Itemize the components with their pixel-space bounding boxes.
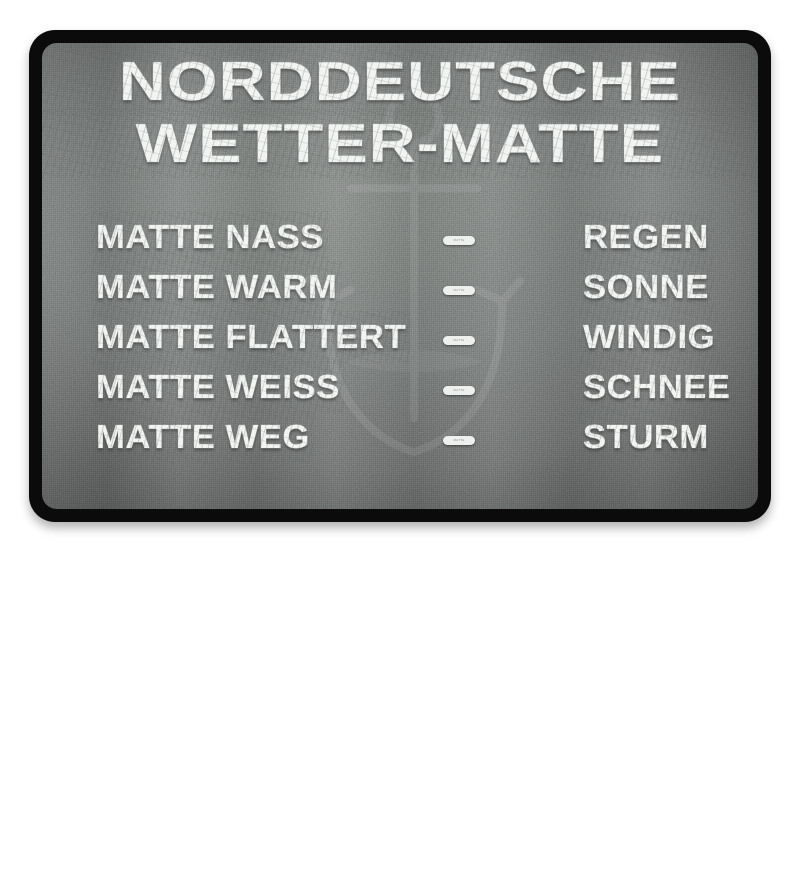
legend-condition: MATTE WARM: [91, 261, 342, 313]
dash-inner-text: MATTE: [453, 238, 465, 242]
legend-row: MATTE WEISS MATTE SCHNEE: [42, 361, 758, 415]
mat-title-line-1: NORDDEUTSCHE: [42, 46, 758, 116]
dash-inner-text: MATTE: [453, 288, 465, 292]
legend-meaning: REGEN: [578, 211, 713, 263]
mat-title: NORDDEUTSCHE WETTER-MATTE: [42, 46, 758, 178]
legend-condition: MATTE WEG: [91, 411, 314, 463]
legend-separator-dash: MATTE: [443, 336, 475, 345]
legend-row: MATTE WARM MATTE SONNE: [42, 261, 758, 315]
dash-inner-text: MATTE: [453, 388, 465, 392]
legend-meaning: SONNE: [578, 261, 713, 313]
legend-meaning: WINDIG: [578, 311, 720, 363]
legend-separator-dash: MATTE: [443, 436, 475, 445]
legend-separator-dash: MATTE: [443, 386, 475, 395]
legend-separator-dash: MATTE: [443, 236, 475, 245]
legend-row: MATTE FLATTERT MATTE WINDIG: [42, 311, 758, 365]
legend-separator-dash: MATTE: [443, 286, 475, 295]
mat-title-line-2: WETTER-MATTE: [42, 108, 758, 178]
dash-inner-text: MATTE: [453, 338, 465, 342]
legend-condition: MATTE WEISS: [91, 361, 345, 413]
legend-condition: MATTE FLATTERT: [91, 311, 411, 363]
doormat-surface: NORDDEUTSCHE WETTER-MATTE MATTE NASS MAT…: [42, 43, 758, 509]
dash-inner-text: MATTE: [453, 438, 465, 442]
weather-legend-list: MATTE NASS MATTE REGEN MATTE WARM MATTE …: [42, 211, 758, 465]
legend-row: MATTE WEG MATTE STURM: [42, 411, 758, 465]
legend-meaning: STURM: [578, 411, 713, 463]
legend-meaning: SCHNEE: [578, 361, 735, 413]
legend-condition: MATTE NASS: [91, 211, 329, 263]
legend-row: MATTE NASS MATTE REGEN: [42, 211, 758, 265]
doormat: NORDDEUTSCHE WETTER-MATTE MATTE NASS MAT…: [29, 30, 771, 522]
doormat-printed-content: NORDDEUTSCHE WETTER-MATTE MATTE NASS MAT…: [42, 43, 758, 509]
